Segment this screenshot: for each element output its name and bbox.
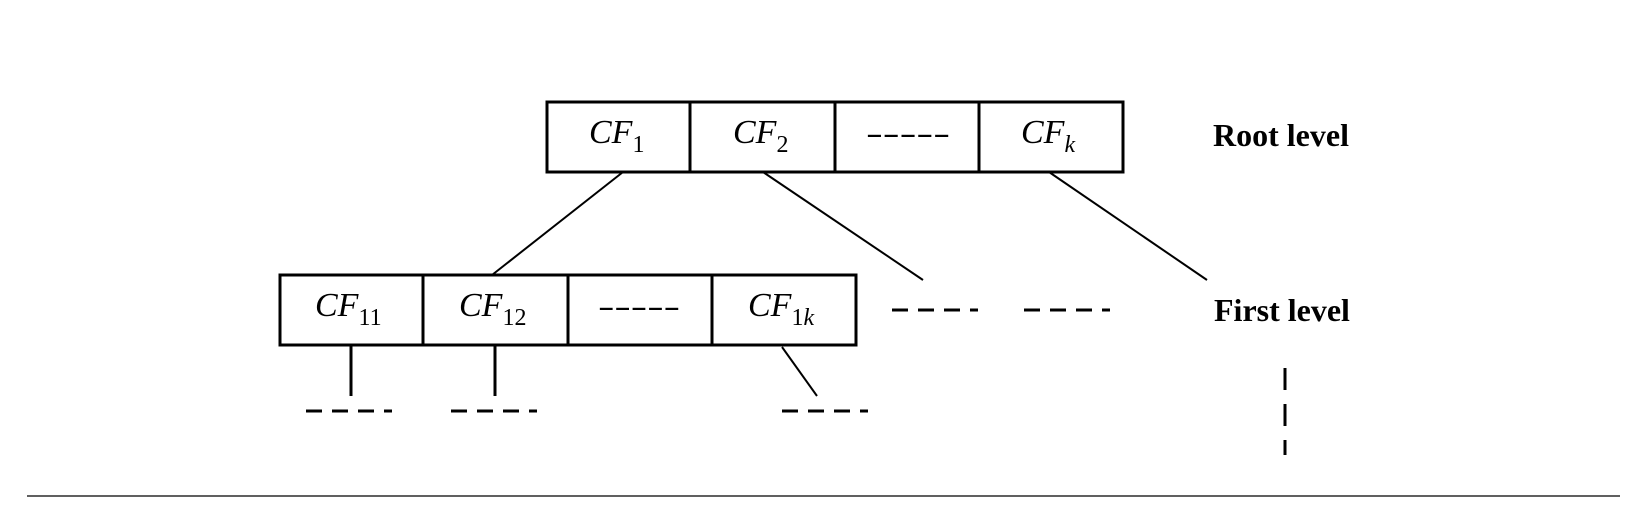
first-cf-11-label: CF11 (315, 287, 382, 331)
root-node-cell-2 (688, 100, 837, 174)
root-node-cell-4 (977, 100, 1125, 174)
root-cf-1-label: CF1 (589, 114, 644, 158)
first-level-node: CF11 CF12 ----- CF1k (278, 273, 858, 347)
first-level-label: First level (1214, 292, 1350, 328)
root-node: CF1 CF2 ----- CFk (545, 100, 1125, 174)
root-cf-2-sub: 2 (776, 132, 788, 158)
first-cf-1k-sub-extra: k (803, 305, 814, 331)
first-cf-11-sub: 11 (358, 305, 381, 331)
root-cf-1-sub: 1 (632, 132, 644, 158)
root-cf-2-label: CF2 (733, 114, 788, 158)
first-cf-1k-base: CF (748, 287, 793, 324)
root-cf-k-sub: k (1064, 132, 1075, 158)
first-node-cell-4 (710, 273, 858, 347)
first-ellipsis: ----- (598, 290, 680, 323)
edge-root-cfk-to-first (1048, 171, 1208, 281)
root-node-cell-3 (833, 100, 981, 174)
edge-cf1k-down (781, 346, 818, 397)
root-cf-k-label: CFk (1021, 114, 1075, 158)
first-cf-12-base: CF (459, 287, 504, 324)
root-cf-2-base: CF (733, 114, 778, 151)
root-node-cell-1 (545, 100, 692, 174)
root-level-label: Root level (1213, 117, 1349, 153)
root-cf-k-base: CF (1021, 114, 1066, 151)
edge-root-cf2-to-first (762, 171, 924, 281)
edge-root-cf1-to-first (491, 171, 624, 276)
root-ellipsis: ----- (866, 117, 950, 150)
root-cf-1-base: CF (589, 114, 634, 151)
first-cf-1k-sub: 1 (791, 305, 803, 331)
first-cf-1k-label: CF1k (748, 287, 814, 331)
first-cf-11-base: CF (315, 287, 360, 324)
first-cf-12-sub: 12 (502, 305, 526, 331)
first-cf-12-label: CF12 (459, 287, 526, 331)
